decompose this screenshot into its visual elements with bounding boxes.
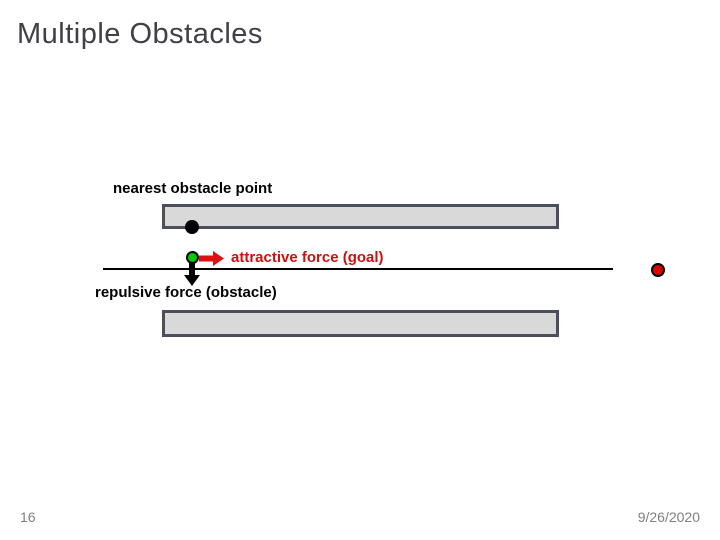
repulsive-force-arrow-icon [184,262,200,286]
attractive-force-arrow-icon [199,251,224,266]
nearest-obstacle-point-label: nearest obstacle point [113,180,273,197]
repulsive-force-label: repulsive force (obstacle) [95,284,277,301]
slide-page-number: 16 [20,509,36,525]
robot-point-marker [186,251,199,264]
obstacle-bar-bottom [162,310,559,337]
goal-point-marker [651,263,665,277]
slide-date: 9/26/2020 [637,509,700,525]
obstacle-bar-top [162,204,559,229]
attractive-force-label: attractive force (goal) [231,249,384,266]
nearest-obstacle-point-marker [185,220,199,234]
path-line [103,268,613,270]
slide-title: Multiple Obstacles [17,18,263,50]
